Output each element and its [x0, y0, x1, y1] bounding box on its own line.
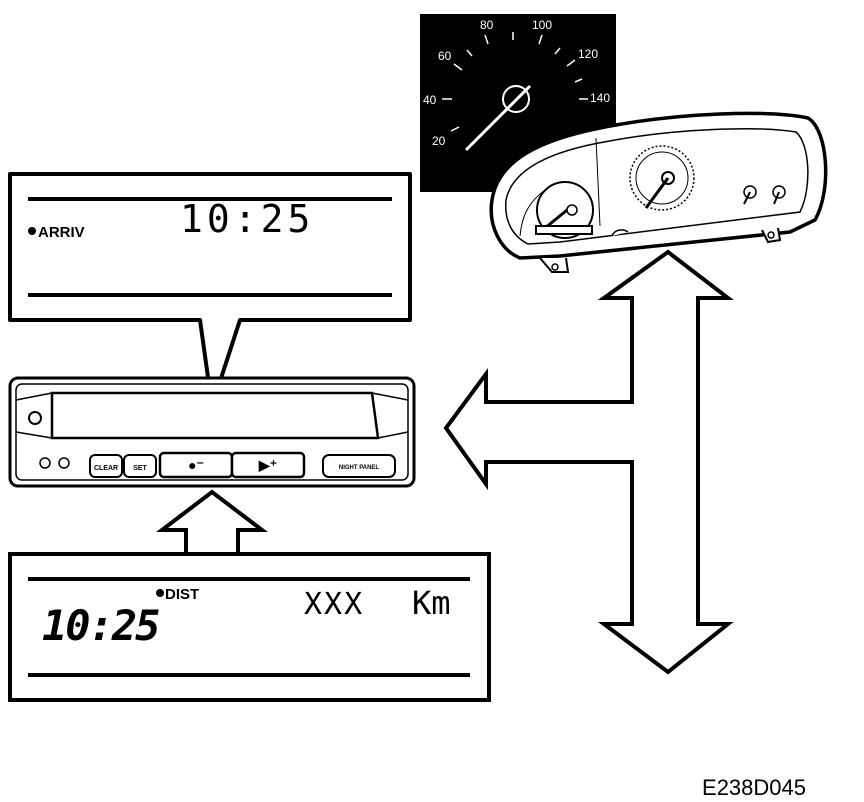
plus-button-label: ▶⁺ [258, 457, 277, 473]
speedo-tick-label: 80 [480, 18, 494, 32]
clear-button-label: CLEAR [94, 465, 118, 472]
set-button-label: SET [133, 465, 147, 472]
clear-button[interactable]: CLEAR [89, 454, 123, 478]
needle-hub-icon [502, 85, 530, 113]
indicator-dot [156, 589, 164, 597]
speedo-tick-label: 20 [432, 134, 446, 148]
plus-button[interactable]: ▶⁺ [230, 451, 306, 479]
speedo-needle-icon [464, 84, 532, 152]
bottom-unit-readout: Km [412, 584, 451, 622]
up-arrow-icon [156, 489, 268, 558]
speedo-tick-label: 140 [590, 91, 610, 105]
sensor-icon [28, 411, 42, 425]
set-button[interactable]: SET [123, 454, 157, 478]
bidirectional-arrow-icon [443, 249, 734, 675]
speedo-tick-label: 40 [423, 93, 437, 107]
figure-id: E238D045 [702, 775, 806, 800]
bottom-time-readout: 10:25 [42, 601, 159, 650]
instrument-cluster-icon [489, 111, 828, 273]
speedo-tick-label: 120 [578, 47, 598, 61]
bottom-indicator-label: DIST [165, 586, 199, 603]
top-time-readout: 10:25 [180, 197, 314, 241]
night-panel-button-label: NIGHT PANEL [339, 465, 380, 471]
indicator-dot [28, 227, 36, 235]
speedo-tick-label: 100 [532, 18, 552, 32]
top-display-panel: ARRIV 10:25 [8, 172, 412, 408]
control-unit: CLEAR SET ●⁻ ▶⁺ NIGHT PANEL [8, 376, 416, 488]
bottom-display-panel: DIST 10:25 XXX Km [8, 552, 491, 702]
speedo-tick-label: 60 [438, 49, 452, 63]
indicator-lamp-icon [39, 457, 51, 469]
bottom-value-readout: XXX [304, 587, 364, 622]
night-panel-button[interactable]: NIGHT PANEL [322, 454, 396, 478]
minus-button[interactable]: ●⁻ [158, 451, 234, 479]
top-indicator-label: ARRIV [38, 224, 85, 241]
indicator-lamp-icon [58, 457, 70, 469]
minus-button-label: ●⁻ [188, 457, 204, 473]
